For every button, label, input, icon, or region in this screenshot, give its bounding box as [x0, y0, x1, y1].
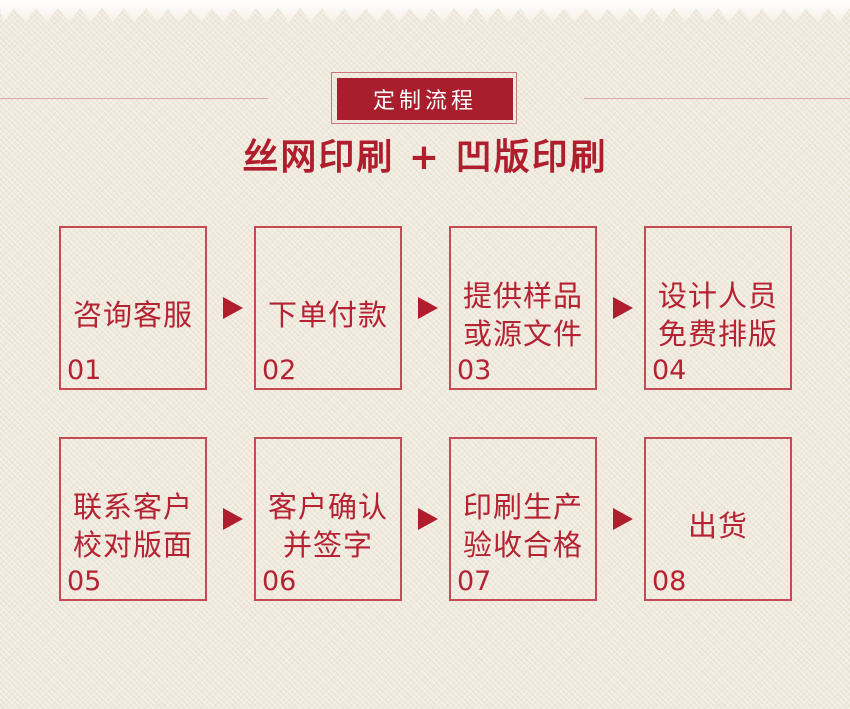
step-label-line: 设计人员	[657, 279, 778, 313]
step-label: 印刷生产 验收合格	[451, 483, 595, 569]
step-label-line: 或源文件	[462, 317, 583, 351]
arrow-right-icon	[613, 508, 633, 530]
step-label-line: 校对版面	[72, 528, 193, 562]
step-card: 出货 08	[644, 437, 792, 601]
divider-left	[0, 98, 268, 99]
step-label: 设计人员 免费排版	[646, 272, 790, 358]
step-card: 联系客户 校对版面 05	[59, 437, 207, 601]
step-label-line: 联系客户	[72, 490, 193, 524]
step-number: 02	[262, 355, 297, 386]
step-label: 提供样品 或源文件	[451, 272, 595, 358]
step-label-line: 验收合格	[462, 528, 583, 562]
step-label-line: 客户确认	[267, 490, 388, 524]
arrow-right-icon	[613, 297, 633, 319]
arrow-right-icon	[223, 508, 243, 530]
zigzag-edge	[0, 0, 850, 22]
arrow-right-icon	[223, 297, 243, 319]
step-label: 客户确认 并签字	[256, 483, 400, 569]
step-label: 下单付款	[256, 272, 400, 358]
step-label-line: 提供样品	[462, 279, 583, 313]
arrow-right-icon	[418, 508, 438, 530]
divider-right	[584, 98, 850, 99]
step-card: 设计人员 免费排版 04	[644, 226, 792, 390]
step-label: 咨询客服	[61, 272, 205, 358]
step-number: 07	[457, 566, 492, 597]
step-label-line: 咨询客服	[72, 298, 193, 332]
step-card: 提供样品 或源文件 03	[449, 226, 597, 390]
step-number: 03	[457, 355, 492, 386]
step-label: 出货	[646, 483, 790, 569]
step-label-line: 免费排版	[657, 317, 778, 351]
step-number: 01	[67, 355, 102, 386]
step-number: 08	[652, 566, 687, 597]
step-card: 客户确认 并签字 06	[254, 437, 402, 601]
page-title: 丝网印刷 + 凹版印刷	[242, 137, 608, 178]
step-number: 05	[67, 566, 102, 597]
step-label-line: 出货	[687, 509, 748, 543]
step-card: 印刷生产 验收合格 07	[449, 437, 597, 601]
step-card: 下单付款 02	[254, 226, 402, 390]
step-number: 06	[262, 566, 297, 597]
step-label-line: 下单付款	[267, 298, 388, 332]
step-label-line: 并签字	[282, 528, 373, 562]
step-label-line: 印刷生产	[462, 490, 583, 524]
step-card: 咨询客服 01	[59, 226, 207, 390]
arrow-right-icon	[418, 297, 438, 319]
step-number: 04	[652, 355, 687, 386]
section-badge: 定制流程	[337, 78, 513, 120]
badge-frame	[331, 72, 517, 124]
step-label: 联系客户 校对版面	[61, 483, 205, 569]
